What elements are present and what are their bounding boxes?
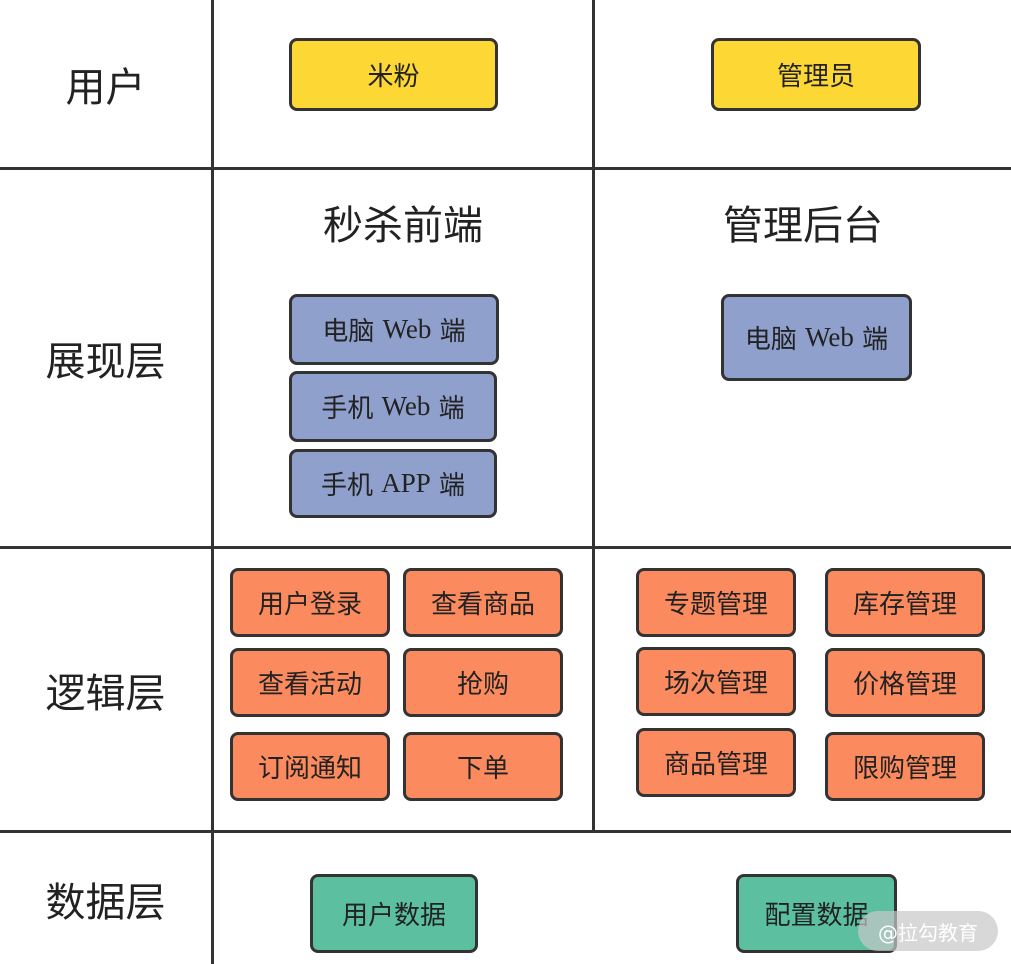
grid-line-v1: [211, 0, 214, 964]
logic-box-limit-mgmt: 限购管理: [825, 732, 985, 801]
label-zh: 电脑: [322, 317, 375, 347]
logic-box-topic-mgmt: 专题管理: [636, 568, 796, 637]
label-zh: 端: [439, 317, 466, 347]
user-box-admin: 管理员: [711, 38, 921, 111]
row-label-user: 用户: [65, 64, 146, 111]
label-zh: 端: [862, 325, 889, 355]
row-label-data: 数据层: [45, 879, 166, 926]
logic-box-stock-mgmt: 库存管理: [825, 568, 985, 637]
column-title-admin: 管理后台: [723, 203, 883, 249]
label-zh: 端: [439, 471, 466, 501]
label-en: Web: [381, 391, 431, 421]
logic-box-view-product: 查看商品: [403, 568, 563, 637]
logic-box-order: 下单: [403, 732, 563, 801]
grid-line-1: [0, 167, 1011, 170]
row-label-presentation: 展现层: [45, 339, 166, 385]
data-box-user-data: 用户数据: [310, 874, 478, 953]
logic-box-login: 用户登录: [230, 568, 390, 637]
label-zh: 端: [438, 394, 465, 424]
user-box-fans: 米粉: [289, 38, 498, 111]
column-title-frontend: 秒杀前端: [323, 203, 483, 249]
label-en: Web: [805, 322, 854, 352]
row-label-logic: 逻辑层: [45, 670, 166, 717]
label-zh: 手机: [320, 471, 373, 501]
label-zh: 电脑: [744, 325, 797, 355]
logic-box-product-mgmt: 商品管理: [636, 728, 796, 797]
label-en: APP: [381, 468, 431, 498]
grid-line-2: [0, 546, 1011, 549]
logic-box-session-mgmt: 场次管理: [636, 647, 796, 716]
label-en: Web: [382, 314, 432, 344]
logic-box-rush-buy: 抢购: [403, 648, 563, 717]
logic-box-view-activity: 查看活动: [230, 648, 390, 717]
grid-line-3: [0, 830, 1011, 833]
presentation-box-mobile-app: 手机 APP 端: [289, 449, 497, 518]
presentation-box-admin-pc-web: 电脑 Web 端: [721, 294, 912, 381]
logic-box-price-mgmt: 价格管理: [825, 648, 985, 717]
presentation-box-pc-web: 电脑 Web 端: [289, 294, 499, 365]
grid-line-v2: [592, 0, 595, 832]
label-zh: 手机: [321, 394, 374, 424]
presentation-box-mobile-web: 手机 Web 端: [289, 371, 497, 442]
logic-box-subscribe: 订阅通知: [230, 732, 390, 801]
watermark-badge: @拉勾教育: [858, 911, 998, 951]
